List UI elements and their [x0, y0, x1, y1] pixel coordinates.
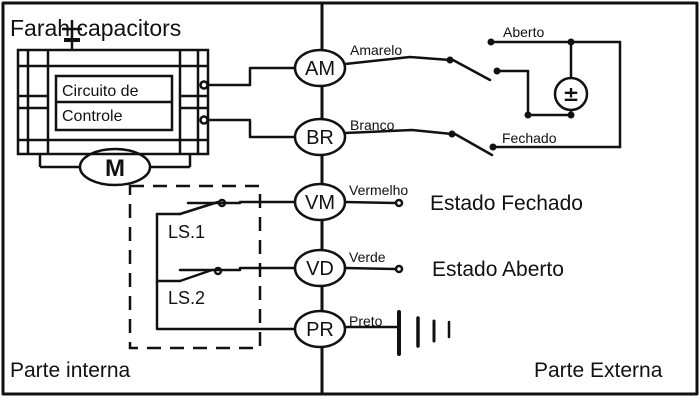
terminal-pr: PR [293, 309, 347, 349]
switch-br-blade [453, 132, 494, 157]
wire-verde [343, 266, 398, 271]
junction-dot [567, 38, 575, 46]
wire-branco [343, 128, 454, 136]
ls1-label: LS.1 [168, 222, 205, 242]
wire-br-internal [206, 118, 297, 139]
terminal-pr-oval [293, 309, 347, 349]
terminal-br-oval [293, 117, 347, 157]
wire-vermelho [343, 200, 398, 205]
terminal-br: BR [293, 117, 347, 157]
ls1-contact [217, 198, 227, 208]
switch-label-aberto: Aberto [503, 24, 544, 40]
vm-open-end [394, 198, 404, 208]
wire-amarelo [343, 55, 452, 66]
dashed-enclosure [128, 184, 262, 350]
junction-dot [446, 56, 454, 64]
ls2-blade [178, 268, 214, 283]
wire-label-branco: Branco [350, 117, 395, 133]
power-source [553, 76, 589, 112]
internal-wires [155, 66, 297, 331]
junction-dot [524, 111, 532, 119]
junction-dot [567, 111, 575, 119]
internal-part-label: Parte interna [10, 359, 131, 382]
terminal-dot [199, 80, 209, 90]
terminal-vd-label: VD [306, 258, 334, 280]
switch-label-fechado: Fechado [502, 130, 557, 146]
terminal-vd: VD [293, 248, 347, 288]
junction-dot [489, 143, 497, 151]
junction-dot [487, 38, 495, 46]
wire-vd-internal [178, 266, 297, 272]
wire-vm-internal [186, 200, 297, 205]
terminal-pr-label: PR [306, 319, 334, 341]
source-symbol: ± [563, 82, 580, 106]
terminal-vm: VM [293, 182, 347, 222]
state-closed-label: Estado Fechado [430, 192, 583, 215]
wire-am-internal [206, 66, 297, 87]
wire-label-vermelho: Vermelho [349, 182, 408, 198]
junction-dot [493, 67, 501, 75]
state-open-label: Estado Aberto [432, 258, 564, 281]
control-label-line1: Circuito de [62, 83, 139, 100]
terminal-dot [199, 115, 209, 125]
actuator-unit [16, 20, 210, 187]
terminal-am-oval [293, 48, 347, 88]
control-label-line2: Controle [62, 108, 123, 125]
motor-symbol [78, 147, 152, 187]
terminal-am: AM [293, 48, 347, 88]
ls2-contact [213, 266, 223, 276]
ls2-label: LS.2 [168, 288, 205, 308]
external-wiring [343, 40, 622, 356]
terminal-vm-label: VM [305, 192, 335, 214]
wire-common-internal [155, 212, 297, 331]
motor-label: M [105, 155, 125, 182]
junction-dot [448, 130, 456, 138]
actuator-housing [16, 48, 210, 156]
junction-dots [446, 38, 575, 151]
wire-label-preto: Preto [349, 313, 383, 329]
external-part-label: Parte Externa [534, 359, 663, 382]
wire-label-verde: Verde [349, 249, 386, 265]
terminal-am-label: AM [305, 58, 335, 80]
ls1-blade [178, 200, 220, 216]
diagram-title: Farah capacitors [10, 15, 181, 41]
terminal-br-label: BR [306, 127, 334, 149]
wire-label-amarelo: Amarelo [350, 42, 402, 58]
vd-open-end [394, 264, 404, 274]
switch-am-blade [451, 58, 492, 82]
limit-switch-enclosure [128, 184, 262, 350]
